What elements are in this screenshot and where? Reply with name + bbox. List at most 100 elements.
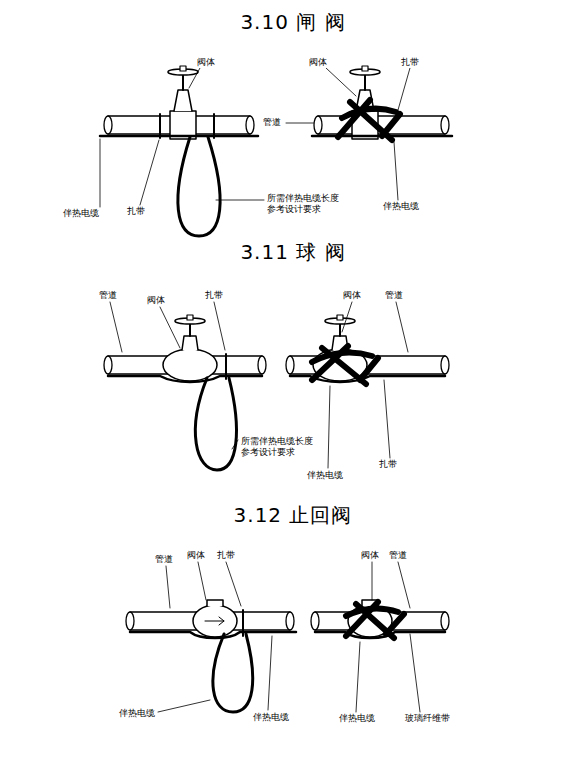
valve-body <box>163 349 217 381</box>
pipe-body <box>441 612 449 630</box>
cable-wrap <box>360 358 378 380</box>
leader-line <box>268 636 272 710</box>
part-label: 扎带 <box>400 57 420 68</box>
pipe-body <box>246 116 254 134</box>
heating-cable <box>178 137 220 236</box>
pipe-body <box>441 356 449 374</box>
pipe-body <box>286 612 294 630</box>
part-label: 伴热电缆 <box>118 708 156 719</box>
valve-body <box>207 600 223 606</box>
part-label: 阀体 <box>186 550 206 561</box>
leader-line <box>398 68 410 110</box>
heating-cable <box>108 376 262 382</box>
valve-body <box>163 315 217 381</box>
part-label: 玻璃纤维带 <box>404 713 451 724</box>
cable-wrap <box>312 346 378 384</box>
leader-line <box>226 562 241 606</box>
leader-line <box>356 642 360 712</box>
cable-wrap <box>312 353 372 362</box>
cable-tie <box>243 610 244 636</box>
heating-cable <box>108 376 262 470</box>
leader-line <box>189 68 200 88</box>
leader-line <box>198 562 206 600</box>
valve-body <box>168 66 198 139</box>
heating-cable <box>130 632 296 712</box>
leader-line <box>160 307 180 348</box>
cable-tie <box>160 114 214 138</box>
part-label: 伴热电缆 <box>338 713 376 724</box>
part-label: 扎带 <box>216 550 236 561</box>
leader-line <box>158 562 272 712</box>
pipe-body <box>311 612 319 630</box>
leader-line <box>328 302 408 468</box>
leader-line <box>100 68 322 207</box>
cable-wrap <box>338 100 400 140</box>
part-label: 阀体 <box>146 295 166 306</box>
pipe-body <box>441 116 449 134</box>
leader-line <box>384 380 390 458</box>
valve-body <box>193 600 237 637</box>
heating-cable <box>100 136 258 236</box>
cable-wrap <box>342 109 396 118</box>
valve-body <box>180 66 186 71</box>
leader-line <box>326 68 410 200</box>
leader-line <box>110 302 238 449</box>
part-label: 伴热电缆 <box>252 712 290 723</box>
part-label: 阀体 <box>342 290 362 301</box>
part-label: 阀体 <box>308 57 328 68</box>
valve-body <box>193 605 237 637</box>
leader-line <box>100 139 101 207</box>
section-heading: 3.11 球 阀 <box>239 240 346 265</box>
part-label: 管道 <box>98 290 118 301</box>
heating-cable <box>130 632 296 638</box>
part-label: 伴热电缆 <box>62 208 100 219</box>
part-label: 阀体 <box>360 550 380 561</box>
leader-line <box>356 562 420 712</box>
pipe-body <box>314 116 322 134</box>
pipe-body <box>286 356 294 374</box>
leader-line <box>410 634 420 712</box>
heating-cable <box>195 378 236 470</box>
leader-line <box>396 302 408 352</box>
valve-body <box>174 90 192 111</box>
section-heading: 3.12 止回阀 <box>233 503 354 528</box>
valve-body <box>205 617 224 625</box>
part-label: 管道 <box>262 117 282 128</box>
leader-line <box>158 700 210 712</box>
leader-line <box>216 200 264 201</box>
part-label: 伴热电缆 <box>382 201 420 212</box>
pipe-body <box>126 612 134 630</box>
pipe-body <box>104 116 112 134</box>
part-label: 管道 <box>388 550 408 561</box>
valve-body <box>362 66 368 71</box>
part-label: 阀体 <box>196 57 216 68</box>
cable-wrap <box>382 114 400 136</box>
leader-line <box>232 440 238 449</box>
leader-line <box>342 302 352 332</box>
part-label: 管道 <box>384 290 404 301</box>
valve-body <box>187 315 193 320</box>
part-label: 扎带 <box>126 206 146 217</box>
leader-line <box>398 562 410 608</box>
part-label: 管道 <box>154 554 174 565</box>
leader-line <box>372 562 373 600</box>
part-label: 扎带 <box>204 290 224 301</box>
heating-cable <box>315 632 445 638</box>
section-heading: 3.10 闸 阀 <box>239 10 346 35</box>
cable-tie <box>226 354 227 379</box>
part-label: 所需伴热电缆长度 参考设计要求 <box>240 436 318 459</box>
heating-cable <box>315 632 445 638</box>
pipe-body <box>258 356 266 374</box>
cable-wrap <box>346 602 404 638</box>
leader-line <box>214 302 225 350</box>
leader-line <box>140 140 159 205</box>
part-label: 扎带 <box>378 459 398 470</box>
leader-line <box>166 566 170 608</box>
part-label: 所需伴热电缆长度 参考设计要求 <box>266 193 344 216</box>
cable-wrap <box>386 614 404 634</box>
part-label: 伴热电缆 <box>306 470 344 481</box>
valve-body <box>182 336 198 350</box>
leader-line <box>326 68 356 96</box>
heating-cable <box>100 135 258 138</box>
